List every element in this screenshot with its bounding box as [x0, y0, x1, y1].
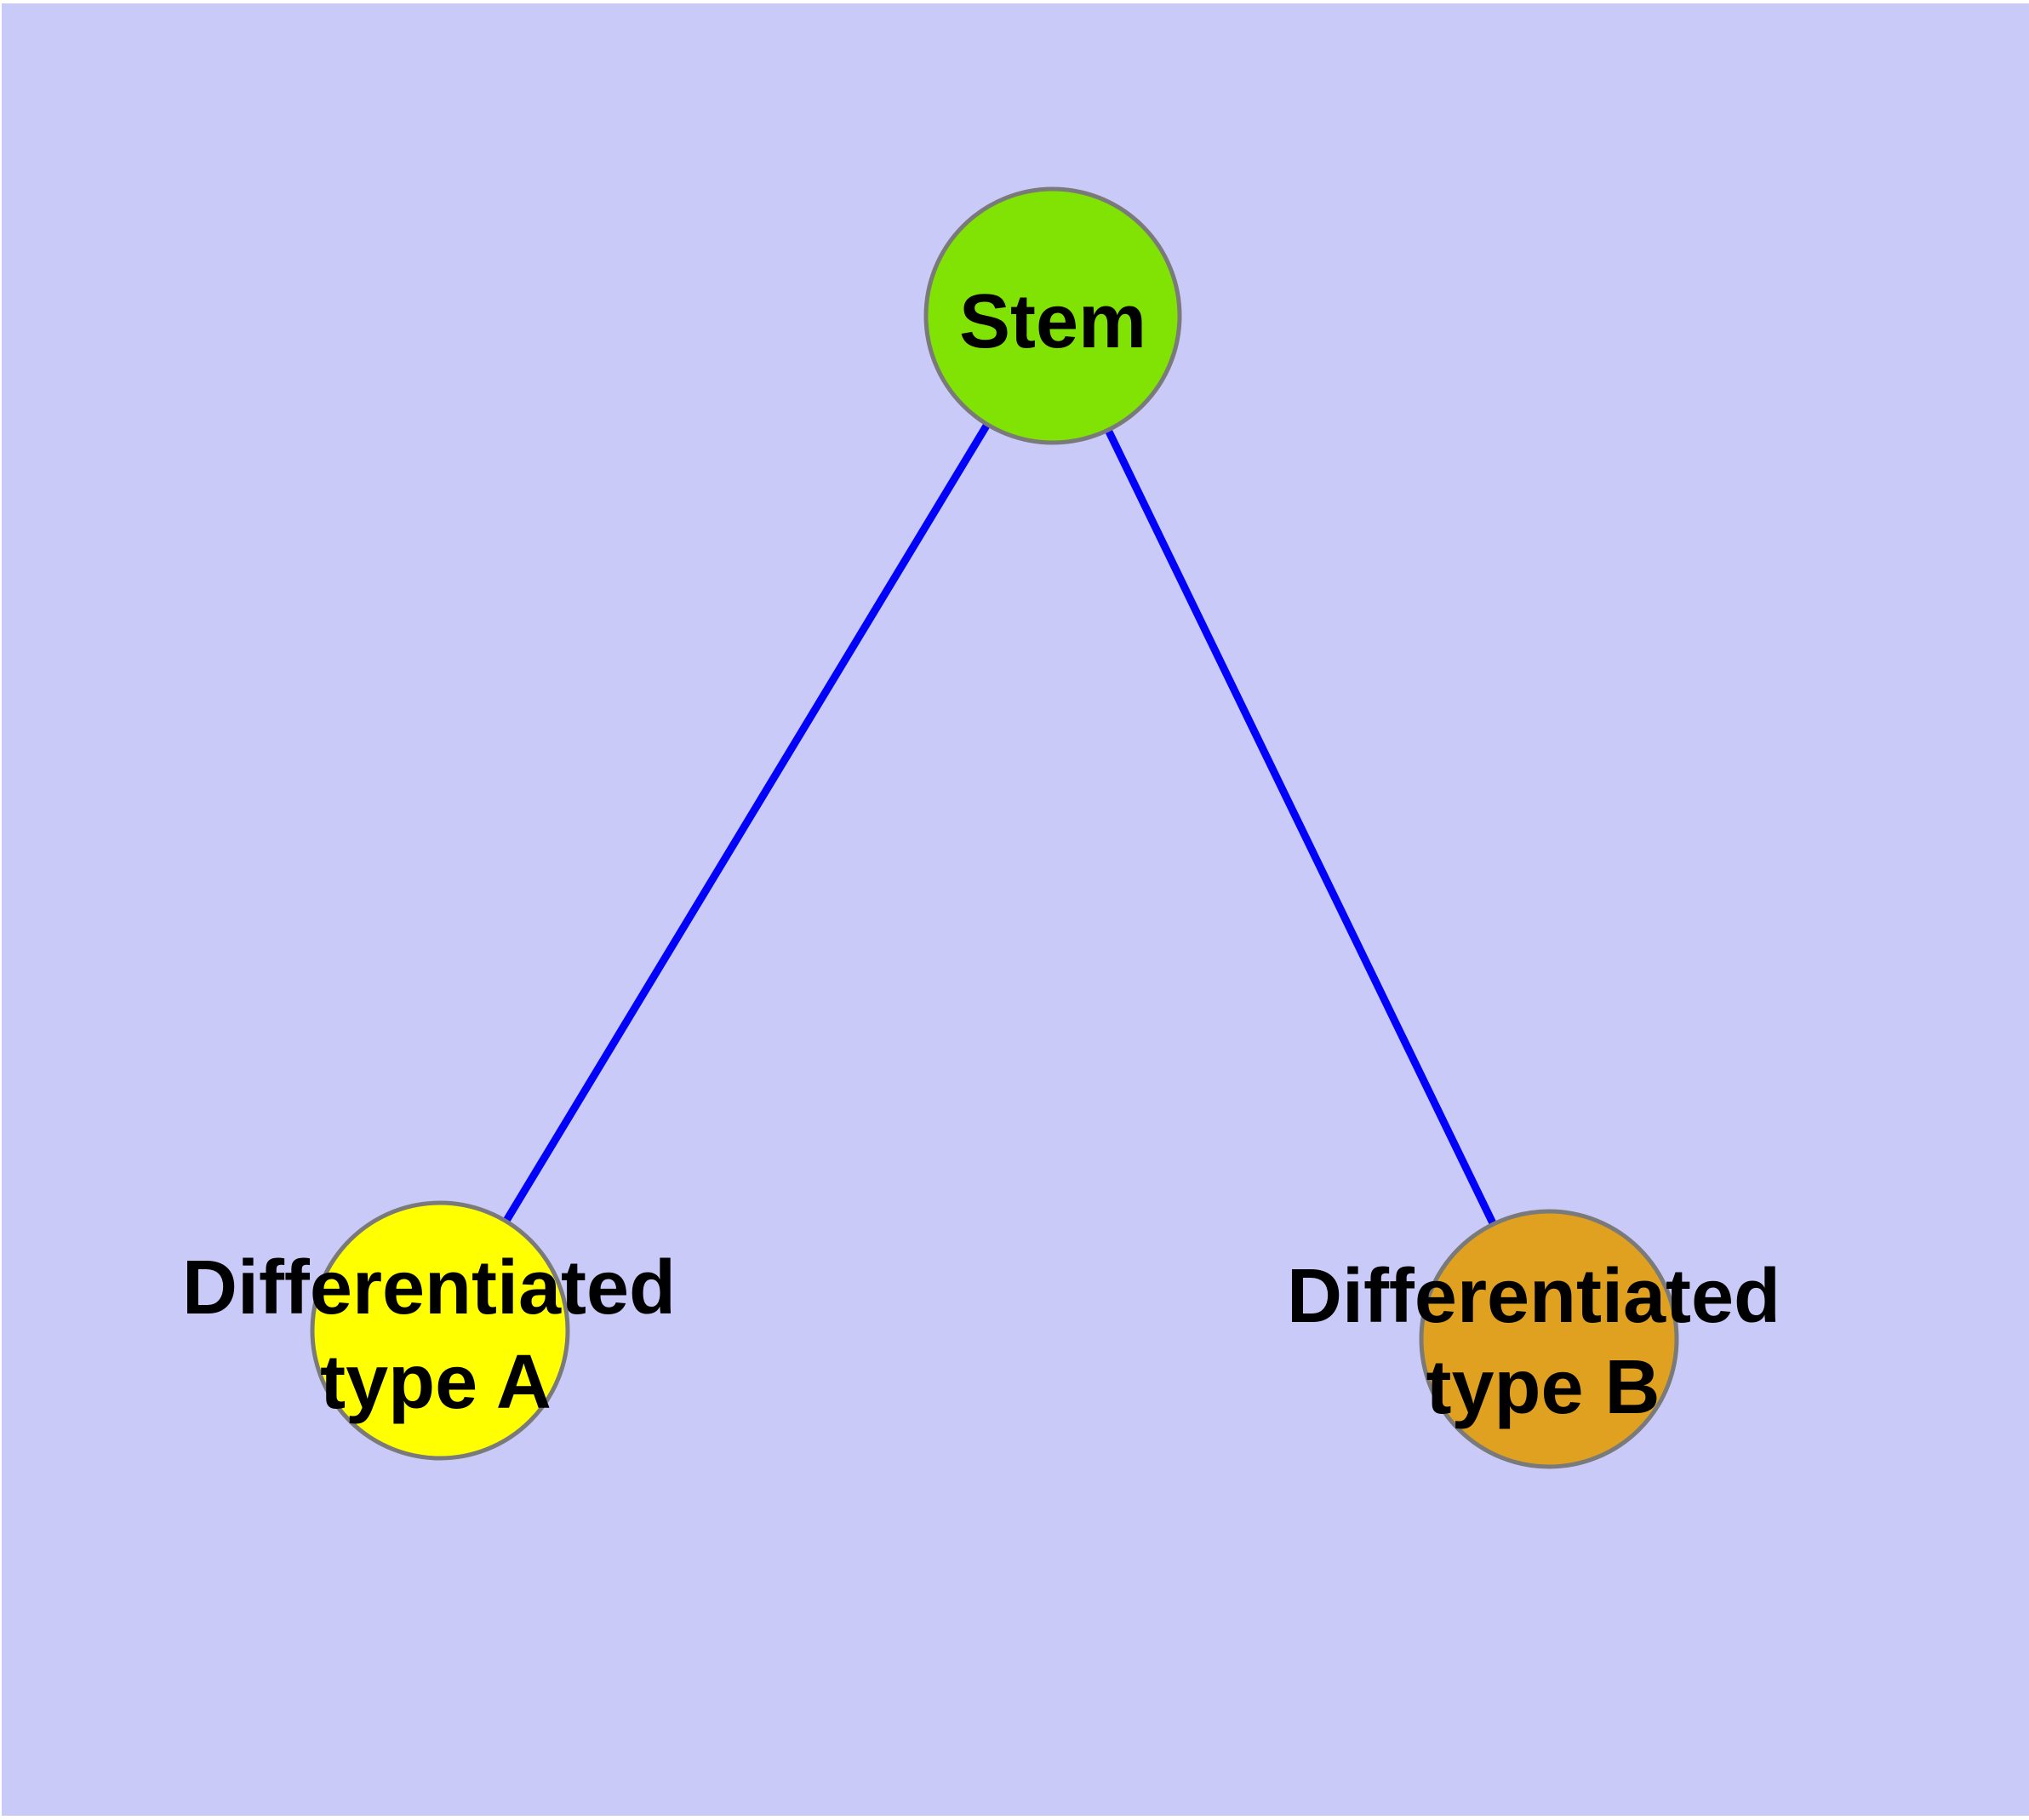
node-type-b-circle [1419, 1209, 1679, 1469]
node-type-b-label-line1: Differentiated [1287, 1254, 1780, 1339]
node-stem-circle [923, 186, 1182, 445]
node-differentiated-type-a: Differentiated type A [182, 1200, 676, 1461]
edge-stem-to-type-a [437, 313, 1056, 1333]
node-stem-label: Stem [959, 279, 1146, 364]
edge-stem-to-type-b [1049, 314, 1553, 1341]
node-type-a-circle [310, 1200, 570, 1461]
node-type-a-label-line1: Differentiated [182, 1245, 676, 1331]
node-type-a-label-line2: type A [320, 1340, 552, 1425]
node-stem: Stem [923, 186, 1182, 445]
edge-layer [437, 313, 1553, 1341]
node-type-b-label-line2: type B [1426, 1345, 1660, 1430]
node-differentiated-type-b: Differentiated type B [1287, 1209, 1780, 1469]
